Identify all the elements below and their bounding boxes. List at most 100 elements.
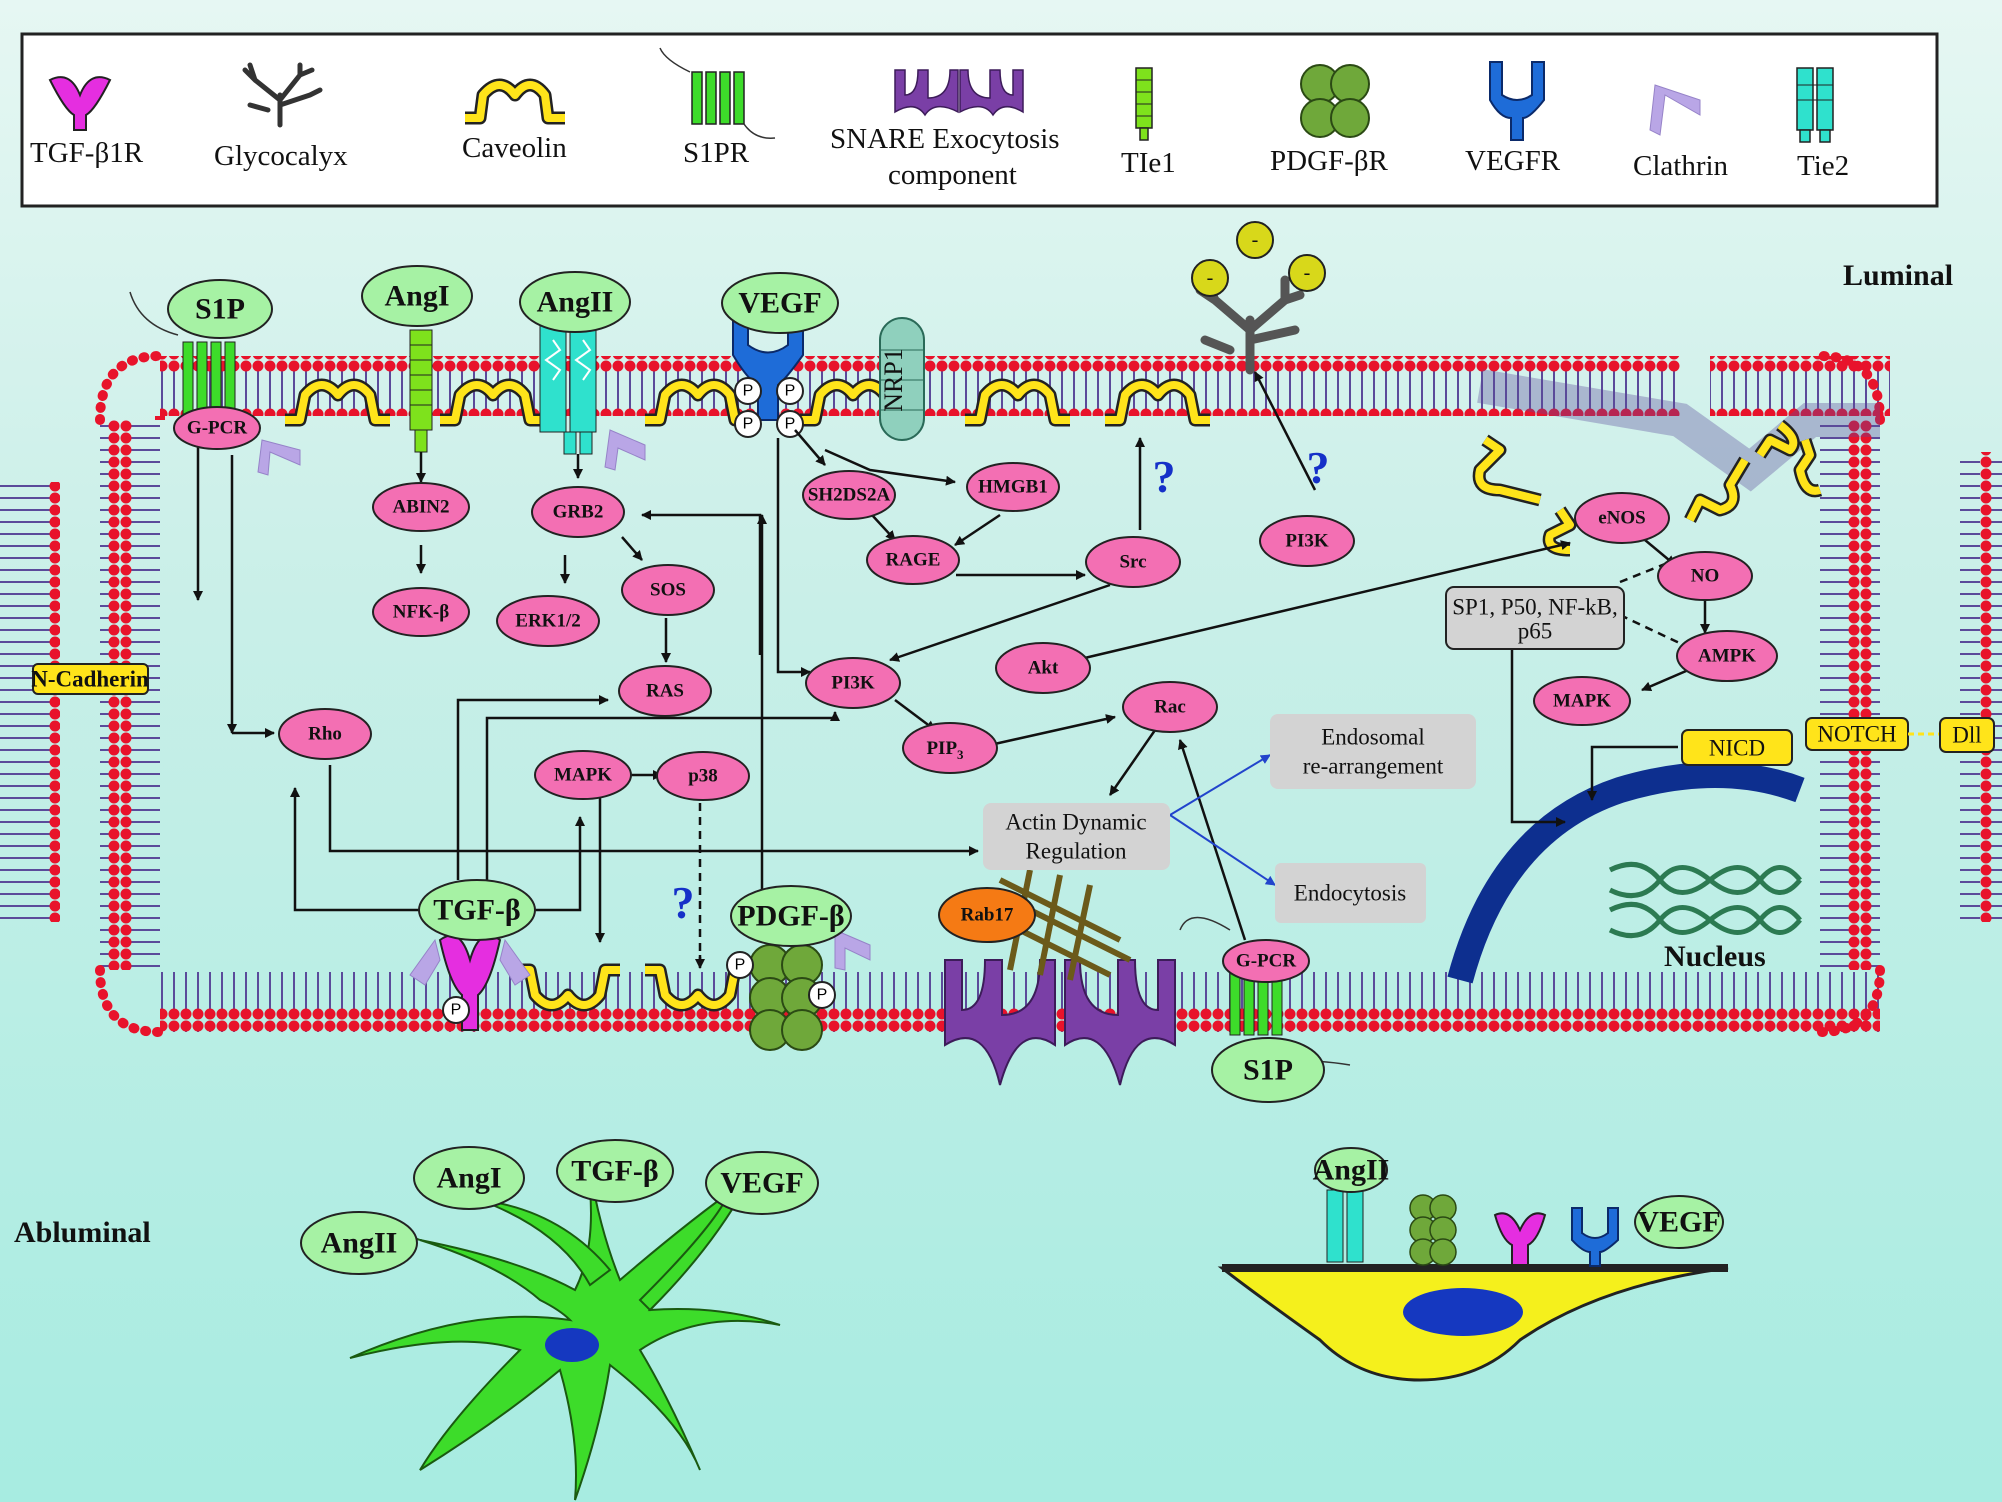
legend-clathrin-label: Clathrin bbox=[1633, 150, 1729, 182]
sh2ds2a-label: SH2DS2A bbox=[808, 485, 891, 506]
pericyte bbox=[1217, 1189, 1729, 1382]
s1p-top-label: S1P bbox=[195, 293, 245, 326]
s1pr-icon bbox=[659, 47, 776, 139]
tie2-icon bbox=[1796, 67, 1834, 143]
gpcr-node-bottom bbox=[1222, 939, 1310, 983]
nrp1-label: NRP1 bbox=[879, 348, 908, 412]
question-mark-p38: ? bbox=[672, 877, 695, 928]
caveolin-icon bbox=[465, 78, 565, 125]
ampk-label: AMPK bbox=[1698, 646, 1756, 667]
vegf-ligand-astro bbox=[705, 1151, 819, 1215]
angi-astro-label: AngI bbox=[436, 1162, 501, 1195]
legend-caveolin-label: Caveolin bbox=[462, 132, 567, 164]
gpcr-node-top bbox=[173, 406, 261, 450]
angi-ligand-top bbox=[361, 265, 473, 327]
tie1-icon bbox=[1135, 67, 1153, 141]
rage-node bbox=[866, 535, 960, 585]
pdgf-receptor-bottom: P P bbox=[726, 929, 871, 1051]
angii-top-label: AngII bbox=[537, 286, 614, 319]
phospho-label: P bbox=[785, 383, 796, 400]
phospho-label: P bbox=[785, 416, 796, 433]
phospho-label: P bbox=[743, 383, 754, 400]
tie2-receptor bbox=[539, 321, 646, 479]
question-mark-pi3k: ? bbox=[1307, 442, 1330, 493]
nicd-label: NICD bbox=[1709, 736, 1765, 761]
erk-label: ERK1/2 bbox=[515, 611, 580, 632]
tgf-receptor-icon bbox=[48, 76, 112, 131]
tie1-receptor bbox=[409, 329, 433, 483]
tgfb-astro-label: TGF-β bbox=[571, 1155, 658, 1188]
legend-snare-label-2: component bbox=[888, 159, 1017, 191]
angii-astro-label: AngII bbox=[321, 1227, 398, 1260]
right-neighbor-membrane bbox=[1960, 452, 2002, 922]
tgfb-ligand-inner bbox=[418, 879, 536, 941]
dna-icon bbox=[1608, 861, 1802, 939]
nicd-box bbox=[1681, 729, 1793, 766]
mapk-node-mid bbox=[534, 750, 632, 800]
n-cadherin-label: N-Cadherin bbox=[31, 667, 149, 692]
vegf-astro-label: VEGF bbox=[720, 1167, 803, 1200]
endosomal-label-1: Endosomal bbox=[1321, 725, 1425, 750]
pi3k-mid-label: PI3K bbox=[831, 673, 875, 694]
pi3k-node-top bbox=[1259, 515, 1355, 567]
legend-tgf-receptor-label: TGF-β1R bbox=[30, 137, 144, 169]
pdgfb-inner-label: PDGF-β bbox=[737, 900, 844, 933]
legend: TGF-β1R Glycocalyx Caveolin S1PR SNARE E… bbox=[20, 32, 1939, 208]
vegf-pericyte-label: VEGF bbox=[1637, 1206, 1720, 1239]
process-boxes: SP1, P50, NF-kB, p65 Actin Dynamic Regul… bbox=[31, 586, 1995, 923]
question-mark-src: ? bbox=[1153, 451, 1176, 502]
sos-node bbox=[621, 564, 715, 616]
sh2ds2a-node bbox=[802, 470, 896, 520]
vegfr-icon bbox=[1489, 61, 1545, 141]
legend-vegfr-label: VEGFR bbox=[1465, 145, 1561, 177]
angii-ligand-top bbox=[519, 271, 631, 333]
rho-node bbox=[278, 708, 372, 760]
transcription-factors-box bbox=[1445, 586, 1625, 650]
endosomal-box bbox=[1270, 714, 1476, 789]
dll-box bbox=[1939, 717, 1995, 753]
hmgb1-label: HMGB1 bbox=[978, 477, 1048, 498]
p38-label: p38 bbox=[688, 766, 718, 787]
astrocyte bbox=[349, 1153, 781, 1501]
transcription-label-1: SP1, P50, NF-kB, bbox=[1452, 595, 1618, 620]
glyco-charge-3: - bbox=[1304, 262, 1311, 284]
actin-label-1: Actin Dynamic bbox=[1005, 810, 1146, 835]
phospho-label: P bbox=[735, 957, 746, 974]
abin2-label: ABIN2 bbox=[392, 497, 449, 518]
legend-pdgf-receptor-label: PDGF-βR bbox=[1270, 145, 1389, 177]
nucleus-label: Nucleus bbox=[1664, 940, 1766, 973]
rac-node bbox=[1122, 681, 1218, 733]
erk-node bbox=[496, 595, 600, 647]
nfkb-label: NFK-β bbox=[393, 602, 449, 623]
tgf-receptor-bottom: P bbox=[409, 934, 531, 1031]
pathway-arrows bbox=[193, 371, 1710, 969]
vegf-ligand-pericyte bbox=[1634, 1195, 1724, 1249]
vegfr-receptor-top bbox=[732, 311, 804, 421]
mapk-node-right bbox=[1533, 676, 1631, 726]
nrp1-receptor: NRP1 bbox=[879, 317, 925, 441]
nfkb-node bbox=[372, 587, 470, 637]
no-node bbox=[1657, 551, 1753, 601]
pathway-nodes: G-PCR ABIN2 NFK-β GRB2 ERK1/2 SOS RAS SH… bbox=[173, 406, 1778, 983]
legend-tie1-label: TIe1 bbox=[1121, 147, 1176, 179]
pi3k-node-mid bbox=[805, 657, 901, 709]
phospho-label: P bbox=[817, 987, 828, 1004]
phospho-label: P bbox=[743, 416, 754, 433]
rab17-node bbox=[938, 887, 1036, 943]
akt-label: Akt bbox=[1028, 658, 1059, 679]
endocytosis-box bbox=[1275, 863, 1426, 923]
endocytosis-label: Endocytosis bbox=[1294, 881, 1406, 906]
legend-s1pr-label: S1PR bbox=[683, 137, 750, 169]
mapk-mid-label: MAPK bbox=[554, 765, 612, 786]
ras-label: RAS bbox=[646, 681, 684, 702]
clathrin-icon bbox=[1649, 84, 1701, 136]
legend-tie2-label: Tie2 bbox=[1797, 150, 1849, 182]
ligands: S1P AngI AngII VEGF TGF-β PDGF-β S1P bbox=[167, 265, 1325, 1103]
akt-node bbox=[995, 642, 1091, 694]
snare-icon bbox=[894, 69, 1024, 117]
pip3-subscript: 3 bbox=[957, 747, 964, 762]
tgfb-inner-label: TGF-β bbox=[433, 894, 520, 927]
s1p-bottom-label: S1P bbox=[1243, 1054, 1293, 1087]
